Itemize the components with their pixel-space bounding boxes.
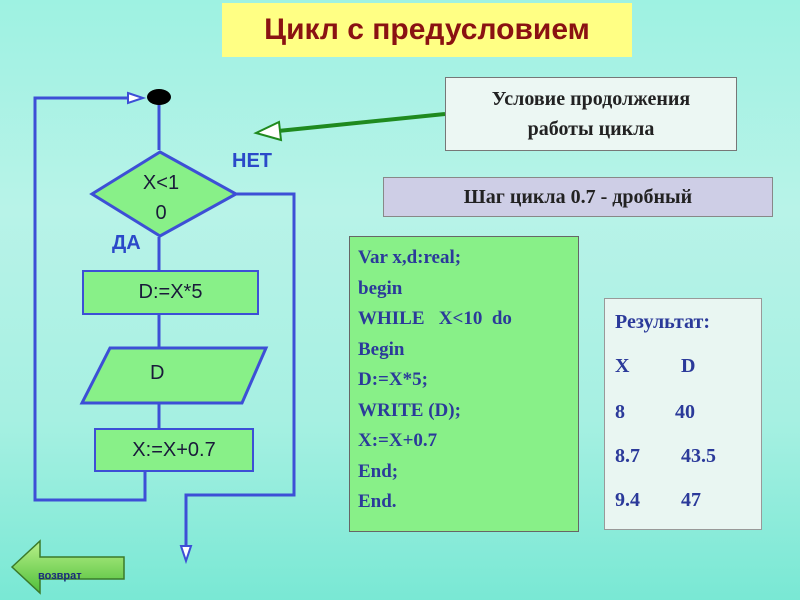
back-button-label: возврат (38, 570, 82, 582)
result-cell-x: 8.7 (615, 445, 640, 467)
page-title: Цикл с предусловием (222, 3, 632, 57)
back-arrow-icon (10, 539, 125, 595)
process-compute-text: D:=X*5 (138, 281, 203, 303)
code-line: End. (358, 491, 397, 512)
no-branch-line (184, 192, 296, 555)
label-yes: ДА (112, 232, 141, 254)
condition-note-line1: Условие продолжения (491, 88, 691, 110)
result-cell-d: 47 (681, 489, 701, 511)
code-line: Begin (358, 338, 405, 360)
code-block: Var x,d:real; begin WHILE X<10 do Begin … (349, 236, 579, 532)
result-cell-d: 43.5 (681, 445, 716, 467)
result-cell-d: 40 (675, 401, 695, 423)
condition-diamond (89, 150, 240, 238)
pointer-arrow-line (277, 112, 446, 133)
back-button[interactable]: возврат (10, 539, 128, 595)
code-line: WRITE (D); (358, 399, 461, 421)
pointer-arrowhead (253, 120, 283, 142)
process-block-increment: X:=X+0.7 (94, 428, 254, 472)
result-title: Результат: (615, 311, 711, 333)
step-note: Шаг цикла 0.7 - дробный (383, 177, 773, 217)
process-block-compute: D:=X*5 (82, 270, 259, 315)
loop-arrowhead (127, 91, 147, 105)
output-text: D (150, 362, 165, 384)
result-header-d: D (681, 355, 696, 377)
result-cell-x: 9.4 (615, 489, 640, 511)
code-line: X:=X+0.7 (358, 430, 438, 451)
process-increment-text: X:=X+0.7 (132, 438, 216, 461)
label-no: НЕТ (232, 150, 272, 172)
exit-arrowhead (179, 545, 193, 565)
start-node (147, 89, 171, 105)
result-cell-x: 8 (615, 401, 625, 423)
code-line: Var x,d:real; (358, 247, 462, 268)
condition-note-line2: работы цикла (527, 118, 655, 140)
output-parallelogram (79, 346, 269, 405)
result-header-x: X (615, 355, 630, 377)
result-table: Результат: X D 8 40 8.7 43.5 9.4 47 (604, 298, 762, 530)
code-line: D:=X*5; (358, 369, 428, 390)
loop-back-line (33, 96, 147, 502)
code-line: End; (358, 460, 399, 482)
condition-note: Условие продолжения работы цикла (445, 77, 737, 151)
condition-text: X<1 0 (142, 172, 180, 224)
code-line: WHILE X<10 do (358, 308, 512, 329)
code-line: begin (358, 277, 403, 299)
